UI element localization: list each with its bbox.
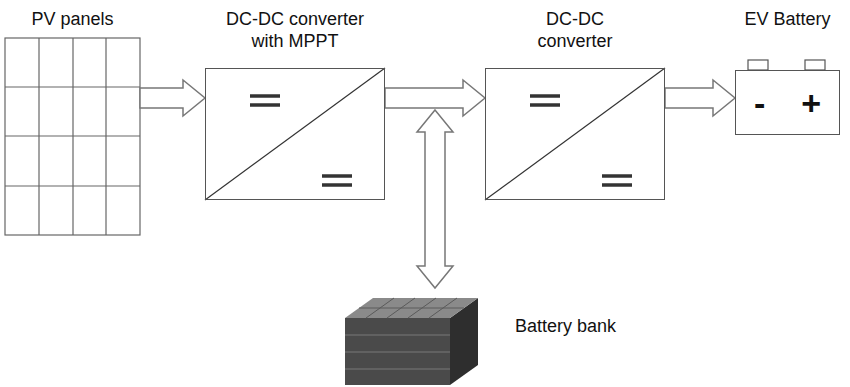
converter-diagonal: [205, 68, 385, 200]
dc-symbol: [322, 174, 352, 178]
node-label: Battery bank: [515, 315, 616, 337]
pv-panel-grid: [5, 38, 140, 235]
node-shape: -+: [735, 70, 840, 135]
node-heading: EV Battery: [744, 8, 830, 30]
pv-cell-line: [5, 135, 140, 136]
converter-symbol: [485, 68, 665, 200]
bank-stripe: [345, 351, 450, 353]
node-shape: [345, 290, 480, 385]
bank-stripes: [345, 335, 450, 369]
block-arrow: [665, 80, 735, 116]
heading-wrap: DC-DC converter: [520, 8, 630, 52]
node-shape: [5, 38, 140, 235]
dc-symbol: [250, 94, 280, 98]
battery-bank-picture: [345, 298, 478, 385]
bank-top: [345, 298, 478, 318]
node-heading: DC-DC converter: [520, 8, 630, 52]
terminal-sign: +: [801, 83, 821, 123]
dc-symbol: [530, 103, 560, 107]
pv-cell-line: [5, 86, 140, 87]
dc-symbol: [602, 183, 632, 187]
ev-battery: EV Battery -+: [735, 8, 840, 135]
bank-cell-line: [359, 308, 464, 309]
node-heading: PV panels: [31, 8, 113, 30]
node-shape: [205, 68, 385, 200]
block-arrow: [140, 80, 205, 116]
battery-terminal: [805, 60, 825, 70]
node-heading: DC-DC converter with MPPT: [213, 8, 378, 52]
battery-terminals: [748, 60, 825, 70]
heading-wrap: PV panels: [5, 8, 140, 30]
pv-panels: PV panels: [5, 8, 140, 235]
dc-symbol: [250, 103, 280, 107]
converter-diagonal: [485, 68, 665, 200]
heading-wrap: DC-DC converter with MPPT: [213, 8, 378, 52]
bank-stripe: [345, 368, 450, 370]
pv-cell-line: [5, 185, 140, 186]
dc-symbol: [602, 174, 632, 178]
dc-symbol: [530, 94, 560, 98]
battery-terminal: [748, 60, 768, 70]
converter-symbol: [205, 68, 385, 200]
terminal-sign: -: [754, 83, 765, 123]
pv-panel-frame: [5, 38, 140, 235]
heading-wrap: EV Battery: [735, 8, 840, 30]
block-arrow: [417, 110, 453, 288]
bank-front: [345, 318, 450, 385]
battery-bank: Battery bank: [345, 290, 605, 385]
converter-box: DC-DC converter: [485, 8, 665, 200]
converter-box: DC-DC converter with MPPT: [205, 8, 385, 200]
bank-cells: [359, 298, 464, 318]
node-shape: [485, 68, 665, 200]
dc-symbol: [322, 183, 352, 187]
bank-stripe: [345, 334, 450, 336]
